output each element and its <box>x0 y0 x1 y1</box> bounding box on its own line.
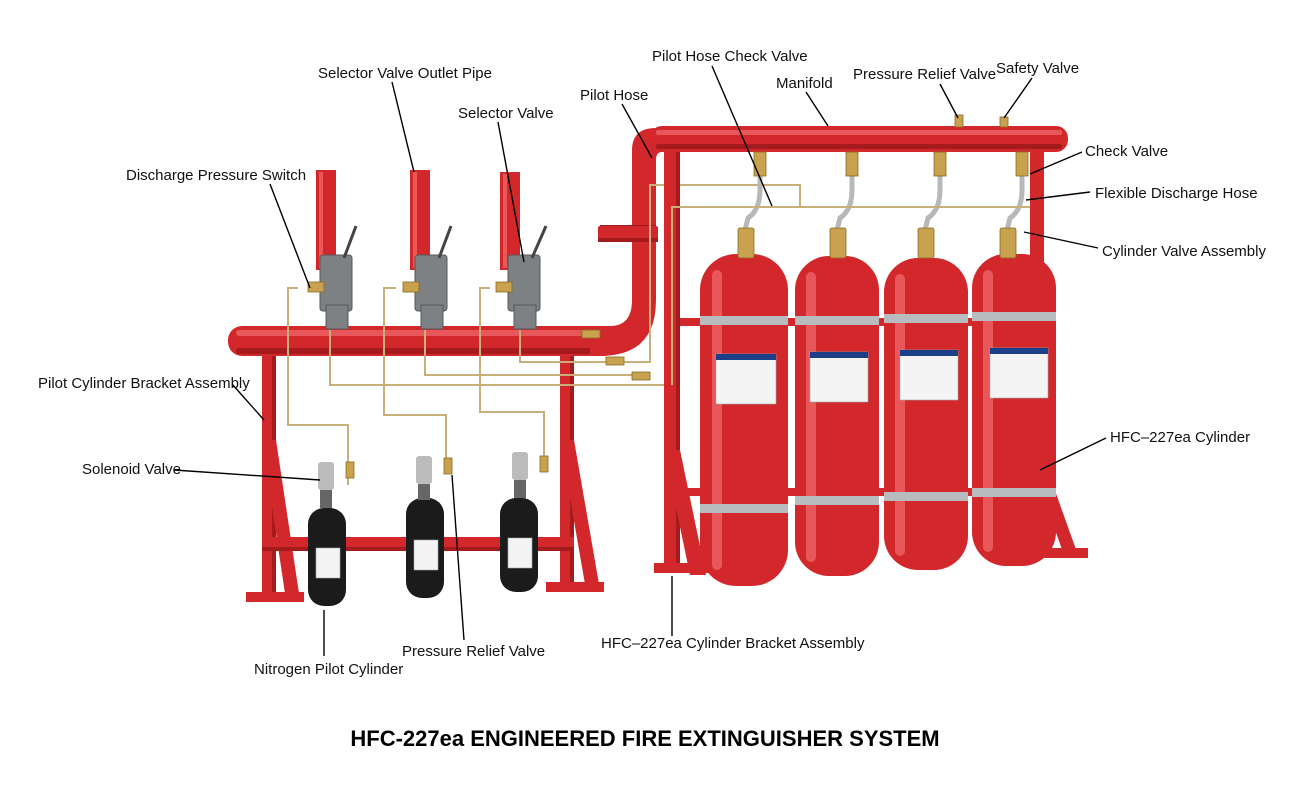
page-title: HFC-227ea ENGINEERED FIRE EXTINGUISHER S… <box>350 726 939 751</box>
label-solenoid-valve: Solenoid Valve <box>82 461 181 478</box>
label-selector-valve-outlet-pipe: Selector Valve Outlet Pipe <box>318 65 492 82</box>
nitrogen-pilot-cylinders <box>308 452 549 606</box>
label-pressure-relief-valve-bottom: Pressure Relief Valve <box>402 643 545 660</box>
label-pressure-relief-valve-top: Pressure Relief Valve <box>853 66 996 83</box>
label-pilot-cylinder-bracket-assembly: Pilot Cylinder Bracket Assembly <box>38 375 250 392</box>
label-pilot-hose-check-valve: Pilot Hose Check Valve <box>652 48 808 65</box>
selector-valve-outlet-pipes <box>316 170 520 270</box>
label-nitrogen-pilot-cylinder: Nitrogen Pilot Cylinder <box>254 661 403 678</box>
leader-lines <box>173 65 1107 656</box>
label-pilot-hose: Pilot Hose <box>580 87 648 104</box>
selector-valves <box>307 225 548 330</box>
label-discharge-pressure-switch: Discharge Pressure Switch <box>126 167 306 184</box>
selector-header-pipe <box>228 128 680 356</box>
label-safety-valve: Safety Valve <box>996 60 1079 77</box>
cylinder-valve-assemblies <box>671 151 1030 385</box>
label-manifold: Manifold <box>776 75 833 92</box>
label-hfc-cylinder-bracket-assembly: HFC–227ea Cylinder Bracket Assembly <box>601 635 865 652</box>
label-check-valve: Check Valve <box>1085 143 1168 160</box>
label-hfc-cylinder: HFC–227ea Cylinder <box>1110 429 1250 446</box>
manifold <box>650 114 1068 152</box>
hfc-cylinders <box>700 254 1056 586</box>
pilot-tubing-left <box>287 184 801 485</box>
label-cylinder-valve-assembly: Cylinder Valve Assembly <box>1102 243 1266 260</box>
label-selector-valve: Selector Valve <box>458 105 554 122</box>
label-flexible-discharge-hose: Flexible Discharge Hose <box>1095 185 1258 202</box>
